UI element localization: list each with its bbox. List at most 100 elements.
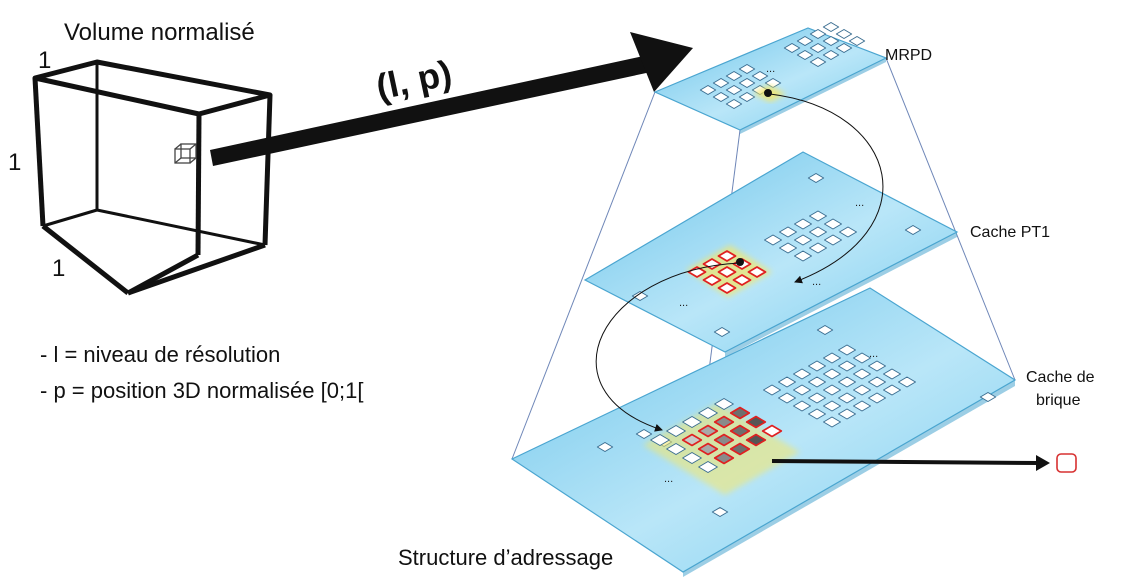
- pt1-to-brick-arrow: [595, 262, 741, 432]
- volume-title: Volume normalisé: [64, 19, 255, 46]
- pt1-cache-tile-grid: [631, 173, 922, 337]
- pt1-tile: [631, 291, 649, 301]
- brick-cache-tile: [853, 352, 871, 364]
- mrpd-tile: [796, 36, 814, 46]
- legend-level: - l = niveau de résolution: [40, 342, 280, 367]
- ellipsis-mark: ...: [855, 197, 864, 209]
- brick-cache-tile: [635, 429, 653, 439]
- ellipsis-markers: ..................: [664, 63, 878, 485]
- legend-position: - p = position 3D normalisée [0;1[: [40, 378, 363, 403]
- pt1-selected-tile: [717, 282, 737, 294]
- query-arrow-head: [630, 32, 693, 92]
- cube-dimension-left: 1: [8, 149, 21, 176]
- brick-tile: [666, 443, 686, 455]
- pt1-tile: [794, 218, 812, 230]
- pt1-selected-tile: [717, 250, 737, 262]
- brick-cache-tile: [838, 360, 856, 372]
- pt1-tile: [809, 210, 827, 222]
- cube-edge: [32, 77, 46, 227]
- brick-cache-tile: [853, 368, 871, 380]
- brick-cache-label-line1: Cache de: [1026, 369, 1095, 386]
- brick-tile: [714, 398, 734, 410]
- mrpd-tile: [822, 36, 840, 46]
- cube-hidden-edge: [96, 208, 266, 247]
- pt1-tile: [807, 173, 825, 183]
- brick-cache-tile: [808, 360, 826, 372]
- mrpd-tile: [751, 71, 769, 81]
- brick-cache-tile: [816, 325, 834, 335]
- brick-cache-highlight: [643, 403, 800, 495]
- pt1-tile: [779, 226, 797, 238]
- brick-cache-tile: [793, 400, 811, 412]
- mrpd-tile: [809, 43, 827, 53]
- brick-tile: [681, 433, 703, 447]
- pt1-tile: [794, 250, 812, 262]
- brick-cache-tile-grid: [596, 325, 997, 517]
- brick-cache-tile: [853, 384, 871, 396]
- brick-cache-tile: [793, 368, 811, 380]
- mrpd-tile: [725, 99, 743, 109]
- pt1-cache-plane: [583, 151, 959, 357]
- brick-cache-tile: [763, 384, 781, 396]
- mrpd-tile: [699, 85, 717, 95]
- normalized-volume-cube: [32, 59, 273, 296]
- pt1-cache-label: Cache PT1: [970, 224, 1050, 241]
- brick-tile: [682, 452, 702, 464]
- brick-cache-tile: [883, 368, 901, 380]
- brick-tile: [729, 406, 751, 420]
- brick-cache-tile: [808, 408, 826, 420]
- pt1-tile: [824, 218, 842, 230]
- mrpd-tile: [738, 92, 756, 102]
- brick-cache-tile: [778, 392, 796, 404]
- pt1-tile: [713, 327, 731, 337]
- brick-tile: [698, 407, 718, 419]
- brick-tile: [713, 451, 735, 465]
- mrpd-to-pt1-arrow: [769, 93, 884, 284]
- pt1-selected-tile: [702, 274, 722, 286]
- brick-tile: [729, 442, 751, 456]
- mrpd-tile: [822, 22, 840, 32]
- pt1-tile: [794, 234, 812, 246]
- cube-edge: [195, 113, 202, 256]
- brick-cache-tile: [596, 442, 614, 452]
- brick-cache-tile: [838, 408, 856, 420]
- cube-top-face: [32, 59, 273, 117]
- brick-cache-tile: [838, 376, 856, 388]
- ellipsis-mark: ...: [664, 473, 673, 485]
- brick-tile: [650, 434, 670, 446]
- mrpd-tile: [725, 85, 743, 95]
- brick-cache-bricks: [650, 398, 783, 473]
- cube-dimension-bottom: 1: [52, 255, 65, 282]
- addressing-structure-caption: Structure d’adressage: [398, 545, 613, 570]
- brick-cache-tile: [823, 384, 841, 396]
- brick-tile: [682, 416, 702, 428]
- cube-edge: [41, 224, 130, 295]
- mrpd-tile: [848, 36, 866, 46]
- brick-cache-tile: [823, 368, 841, 380]
- brick-tile: [761, 424, 783, 438]
- pt1-selected-tile: [717, 266, 737, 278]
- cube-dimension-top: 1: [38, 47, 51, 74]
- query-arrow-label: (l, p): [372, 52, 455, 108]
- pt1-tile: [764, 234, 782, 246]
- cube-edge: [262, 94, 273, 246]
- pt1-tile: [824, 234, 842, 246]
- mrpd-tile: [835, 29, 853, 39]
- brick-tile: [697, 442, 719, 456]
- output-brick-icon: [1056, 453, 1077, 473]
- brick-tile: [713, 415, 735, 429]
- pt1-pointer-dot: [736, 258, 744, 266]
- brick-cache-tile: [838, 344, 856, 356]
- output-arrow: [771, 455, 1050, 471]
- brick-cache-tile: [868, 392, 886, 404]
- ellipsis-mark: ...: [869, 348, 878, 360]
- mrpd-tile: [725, 71, 743, 81]
- brick-cache-tile: [823, 416, 841, 428]
- mrpd-tile: [822, 50, 840, 60]
- brick-tile: [745, 415, 767, 429]
- brick-cache-tile: [808, 376, 826, 388]
- brick-cache-tile: [979, 392, 997, 402]
- pt1-selected-tile: [747, 266, 767, 278]
